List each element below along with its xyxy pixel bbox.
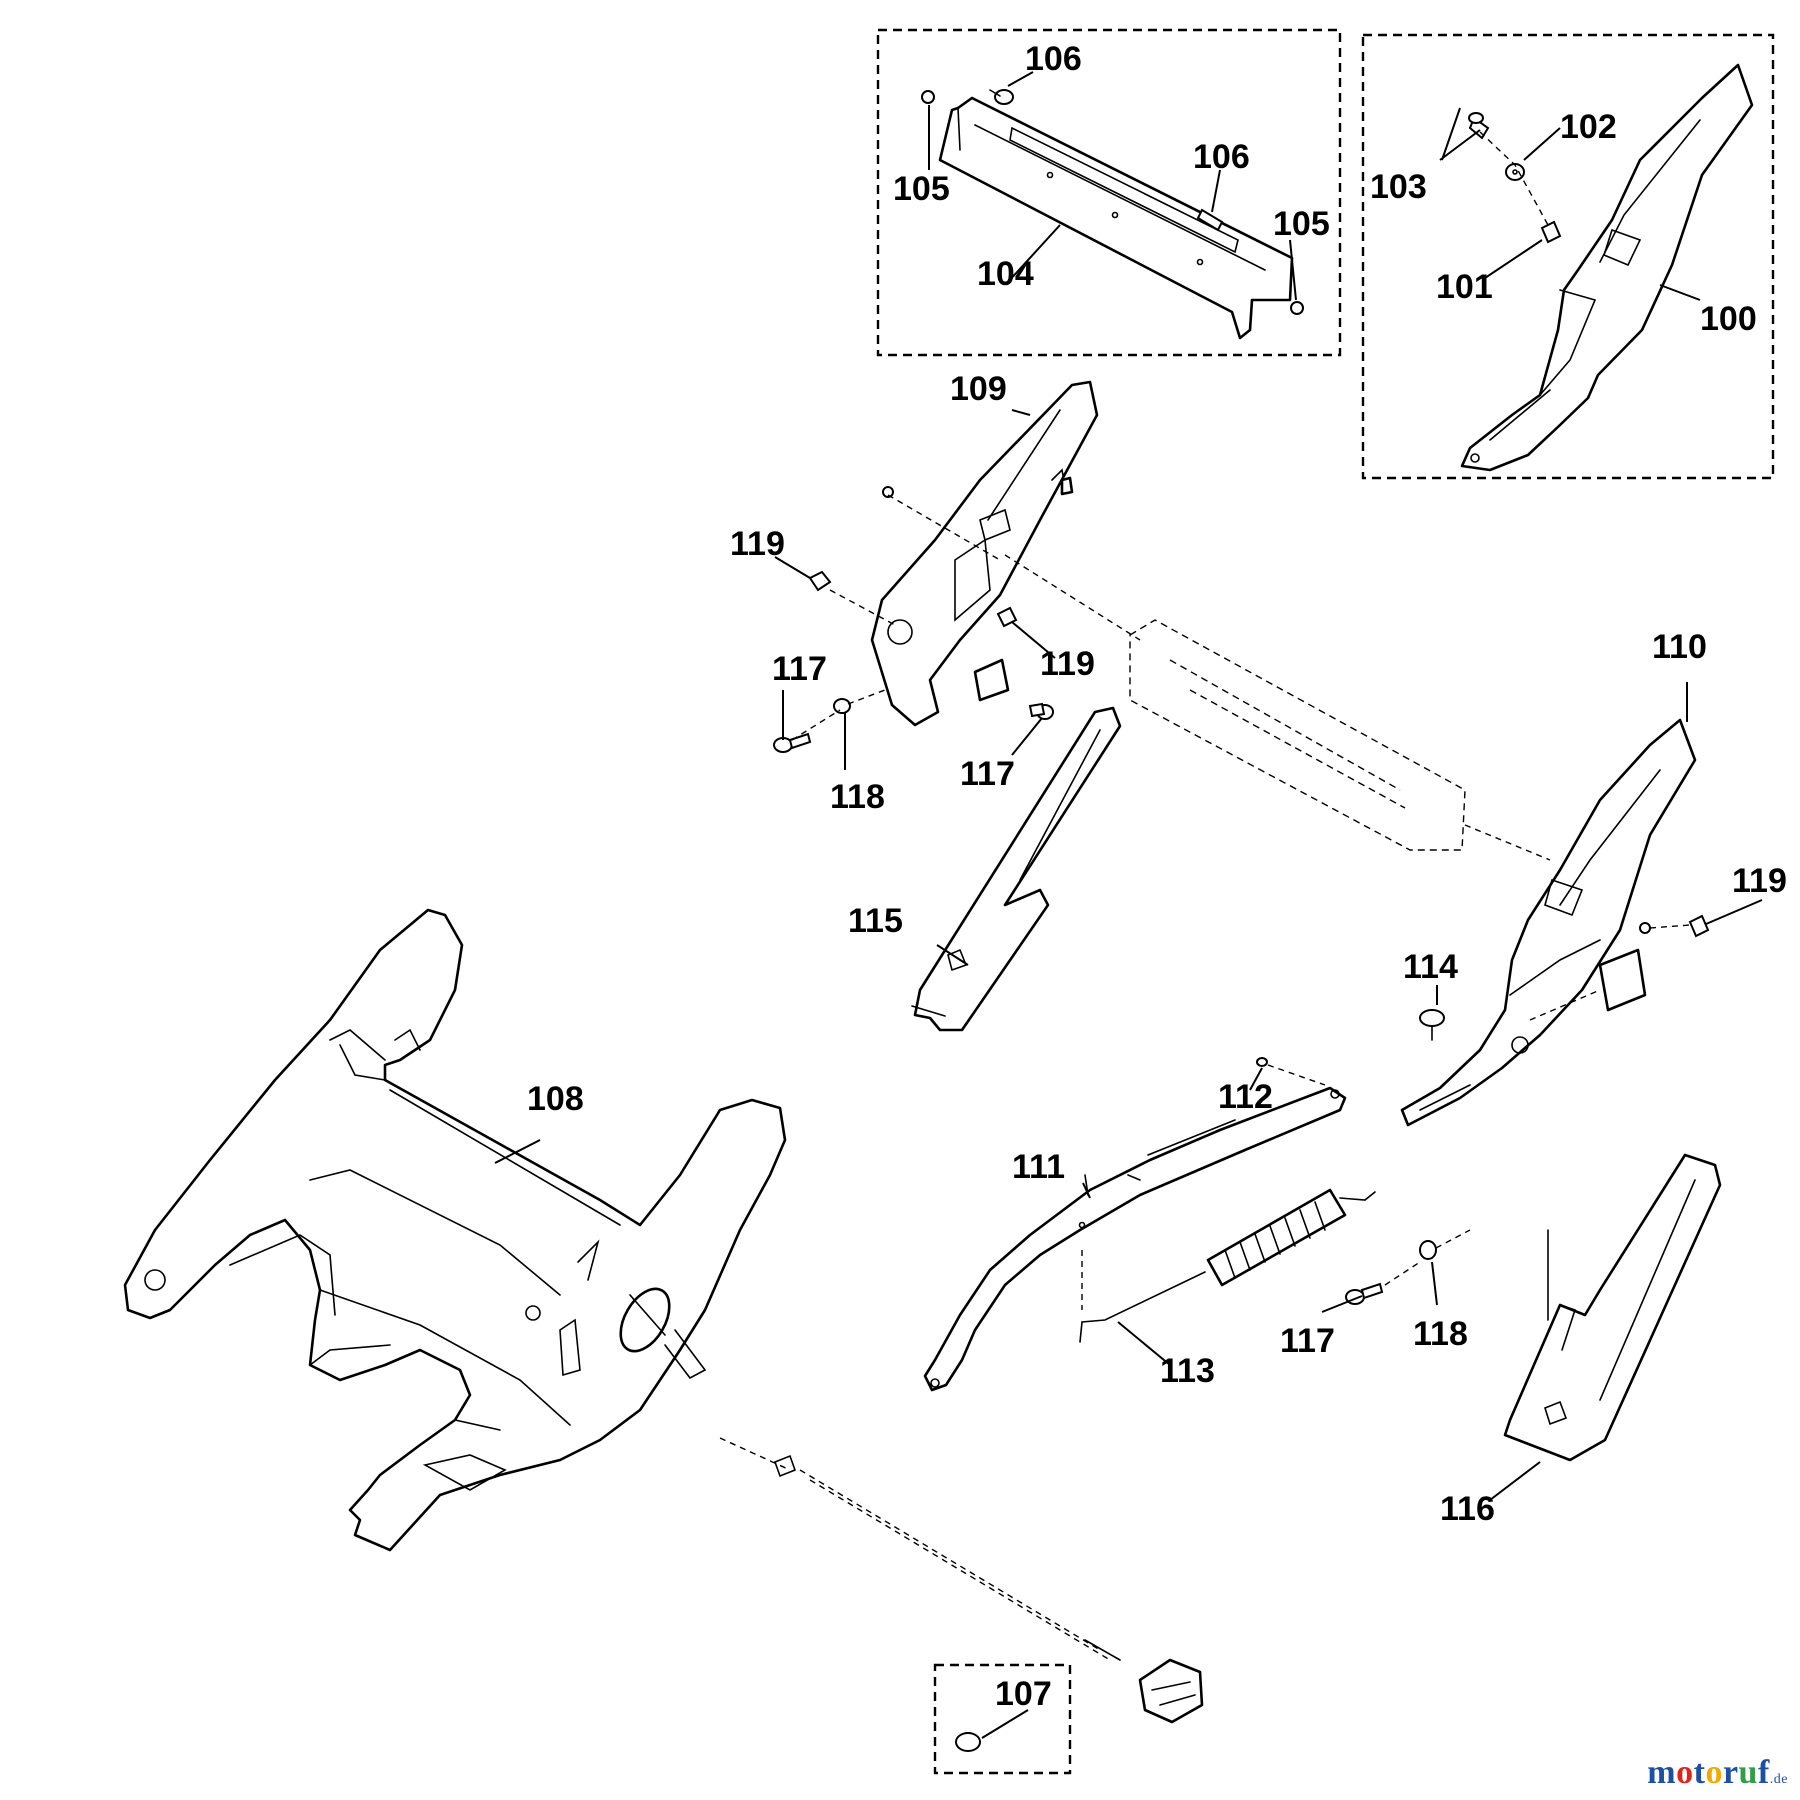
- clip-small: [973, 658, 1010, 702]
- part-108-housing: [123, 908, 787, 1552]
- part-106-bolt-mid: [1196, 208, 1224, 232]
- part-small-screw-110: [1639, 922, 1651, 934]
- group-box-104: [876, 28, 1342, 357]
- part-111-lever: [923, 1086, 1347, 1392]
- label-113: 113: [1160, 1352, 1215, 1390]
- watermark-letter-m: m: [1647, 1754, 1677, 1791]
- watermark-letter-r: r: [1722, 1754, 1739, 1791]
- label-119-b: 119: [1040, 645, 1095, 683]
- label-117-a: 117: [772, 650, 827, 688]
- label-117-c: 117: [1280, 1322, 1335, 1360]
- watermark-suffix: .de: [1769, 1772, 1788, 1787]
- label-106-top: 106: [1025, 40, 1082, 78]
- label-108: 108: [527, 1080, 584, 1118]
- label-117-b: 117: [960, 755, 1015, 793]
- watermark-letter-o2: o: [1705, 1754, 1723, 1791]
- watermark-letter-o1: o: [1676, 1754, 1694, 1791]
- part-107-washer: [955, 1732, 981, 1752]
- label-105-left: 105: [893, 170, 950, 208]
- label-106-mid: 106: [1193, 138, 1250, 176]
- label-115: 115: [848, 902, 903, 940]
- part-105-nut-left: [921, 90, 935, 104]
- label-100: 100: [1700, 300, 1757, 338]
- label-112: 112: [1218, 1078, 1273, 1116]
- label-109: 109: [950, 370, 1007, 408]
- part-119-nut-a: [808, 570, 832, 592]
- part-103-bolt: [1468, 112, 1490, 140]
- part-101-nut: [1540, 220, 1562, 244]
- part-119-nut-b: [996, 606, 1018, 628]
- part-117-bolt-b: [1028, 702, 1054, 720]
- motoruf-watermark: motoruf.de: [1647, 1754, 1788, 1792]
- part-small-screw-109: [882, 486, 894, 498]
- part-102-washer: [1505, 163, 1525, 181]
- part-119-nut-c: [1688, 914, 1710, 938]
- label-116: 116: [1440, 1490, 1495, 1528]
- label-118-a: 118: [830, 778, 885, 816]
- cable-107: [719, 1437, 1204, 1724]
- label-111: 111: [1012, 1148, 1065, 1186]
- part-118-washer-b: [1419, 1240, 1437, 1260]
- part-116-plate: [1503, 1153, 1722, 1462]
- leader-lines: [494, 71, 1763, 1739]
- label-119-c: 119: [1732, 862, 1787, 900]
- part-106-bolt-top: [989, 89, 1014, 105]
- part-110-frame: [1400, 718, 1697, 1127]
- part-112-pin: [1256, 1057, 1268, 1067]
- label-114: 114: [1403, 948, 1458, 986]
- label-102: 102: [1560, 108, 1617, 146]
- ghost-cross-tube: [1129, 619, 1466, 851]
- group-box-100: [1361, 33, 1775, 480]
- part-118-washer-a: [833, 698, 851, 714]
- part-number-labels: 106 105 106 105 104 103 102 101 100 109 …: [527, 40, 1787, 1713]
- watermark-letter-f: f: [1757, 1754, 1770, 1791]
- watermark-letter-t: t: [1693, 1754, 1706, 1791]
- part-109-bracket: [870, 380, 1099, 727]
- part-105-nut-right: [1290, 301, 1304, 315]
- label-118-b: 118: [1413, 1315, 1468, 1353]
- group-box-107: [933, 1663, 1072, 1775]
- part-104-cross-tube: [938, 96, 1294, 340]
- label-107: 107: [995, 1675, 1052, 1713]
- watermark-letter-u: u: [1738, 1754, 1758, 1791]
- label-101: 101: [1436, 268, 1493, 306]
- label-119-a: 119: [730, 525, 785, 563]
- part-117-bolt-a: [773, 732, 812, 753]
- part-113-spring: [1079, 1188, 1376, 1343]
- part-114-screw: [1419, 1009, 1445, 1041]
- part-115-plate: [911, 706, 1122, 1032]
- label-104: 104: [977, 255, 1034, 293]
- label-110: 110: [1652, 628, 1707, 666]
- clip-right: [1598, 948, 1647, 1012]
- label-105-right: 105: [1273, 205, 1330, 243]
- label-103: 103: [1370, 168, 1427, 206]
